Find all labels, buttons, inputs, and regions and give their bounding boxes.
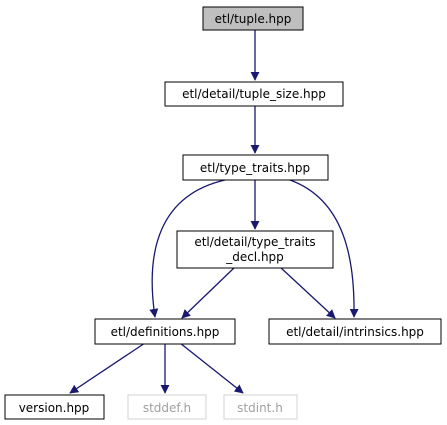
node-label-line-2: _decl.hpp (225, 250, 284, 264)
node-etl-definitions-hpp[interactable]: etl/definitions.hpp (94, 318, 236, 345)
node-label: etl/detail/tuple_size.hpp (182, 87, 326, 101)
node-label: version.hpp (19, 401, 90, 415)
node-stddef-h: stddef.h (127, 394, 207, 420)
edge-type-traits-to-intrinsics (289, 179, 359, 318)
edge-definitions-to-version (69, 342, 146, 394)
edge-type-traits-decl-to-definitions (181, 266, 236, 319)
node-stdint-h: stdint.h (223, 394, 298, 420)
edge-definitions-to-stdint (179, 342, 244, 394)
edge-type-traits-decl-to-intrinsics (279, 266, 336, 319)
node-etl-type-traits-hpp[interactable]: etl/type_traits.hpp (182, 154, 329, 181)
node-etl-detail-type-traits-decl-hpp[interactable]: etl/detail/type_traits _decl.hpp (176, 230, 334, 269)
node-label: etl/tuple.hpp (215, 12, 292, 26)
edges (69, 30, 359, 394)
node-label: stddef.h (143, 401, 191, 415)
node-label: etl/detail/intrinsics.hpp (286, 325, 424, 339)
node-etl-detail-intrinsics-hpp[interactable]: etl/detail/intrinsics.hpp (268, 318, 442, 345)
node-etl-tuple-hpp[interactable]: etl/tuple.hpp (202, 6, 304, 31)
node-label: etl/type_traits.hpp (200, 161, 310, 175)
node-label: etl/definitions.hpp (111, 325, 220, 339)
edge-type-traits-to-definitions (149, 179, 226, 318)
node-version-hpp[interactable]: version.hpp (4, 394, 105, 420)
node-etl-detail-tuple-size-hpp[interactable]: etl/detail/tuple_size.hpp (164, 81, 344, 107)
node-label-line-1: etl/detail/type_traits (194, 235, 315, 249)
node-label: stdint.h (237, 401, 283, 415)
